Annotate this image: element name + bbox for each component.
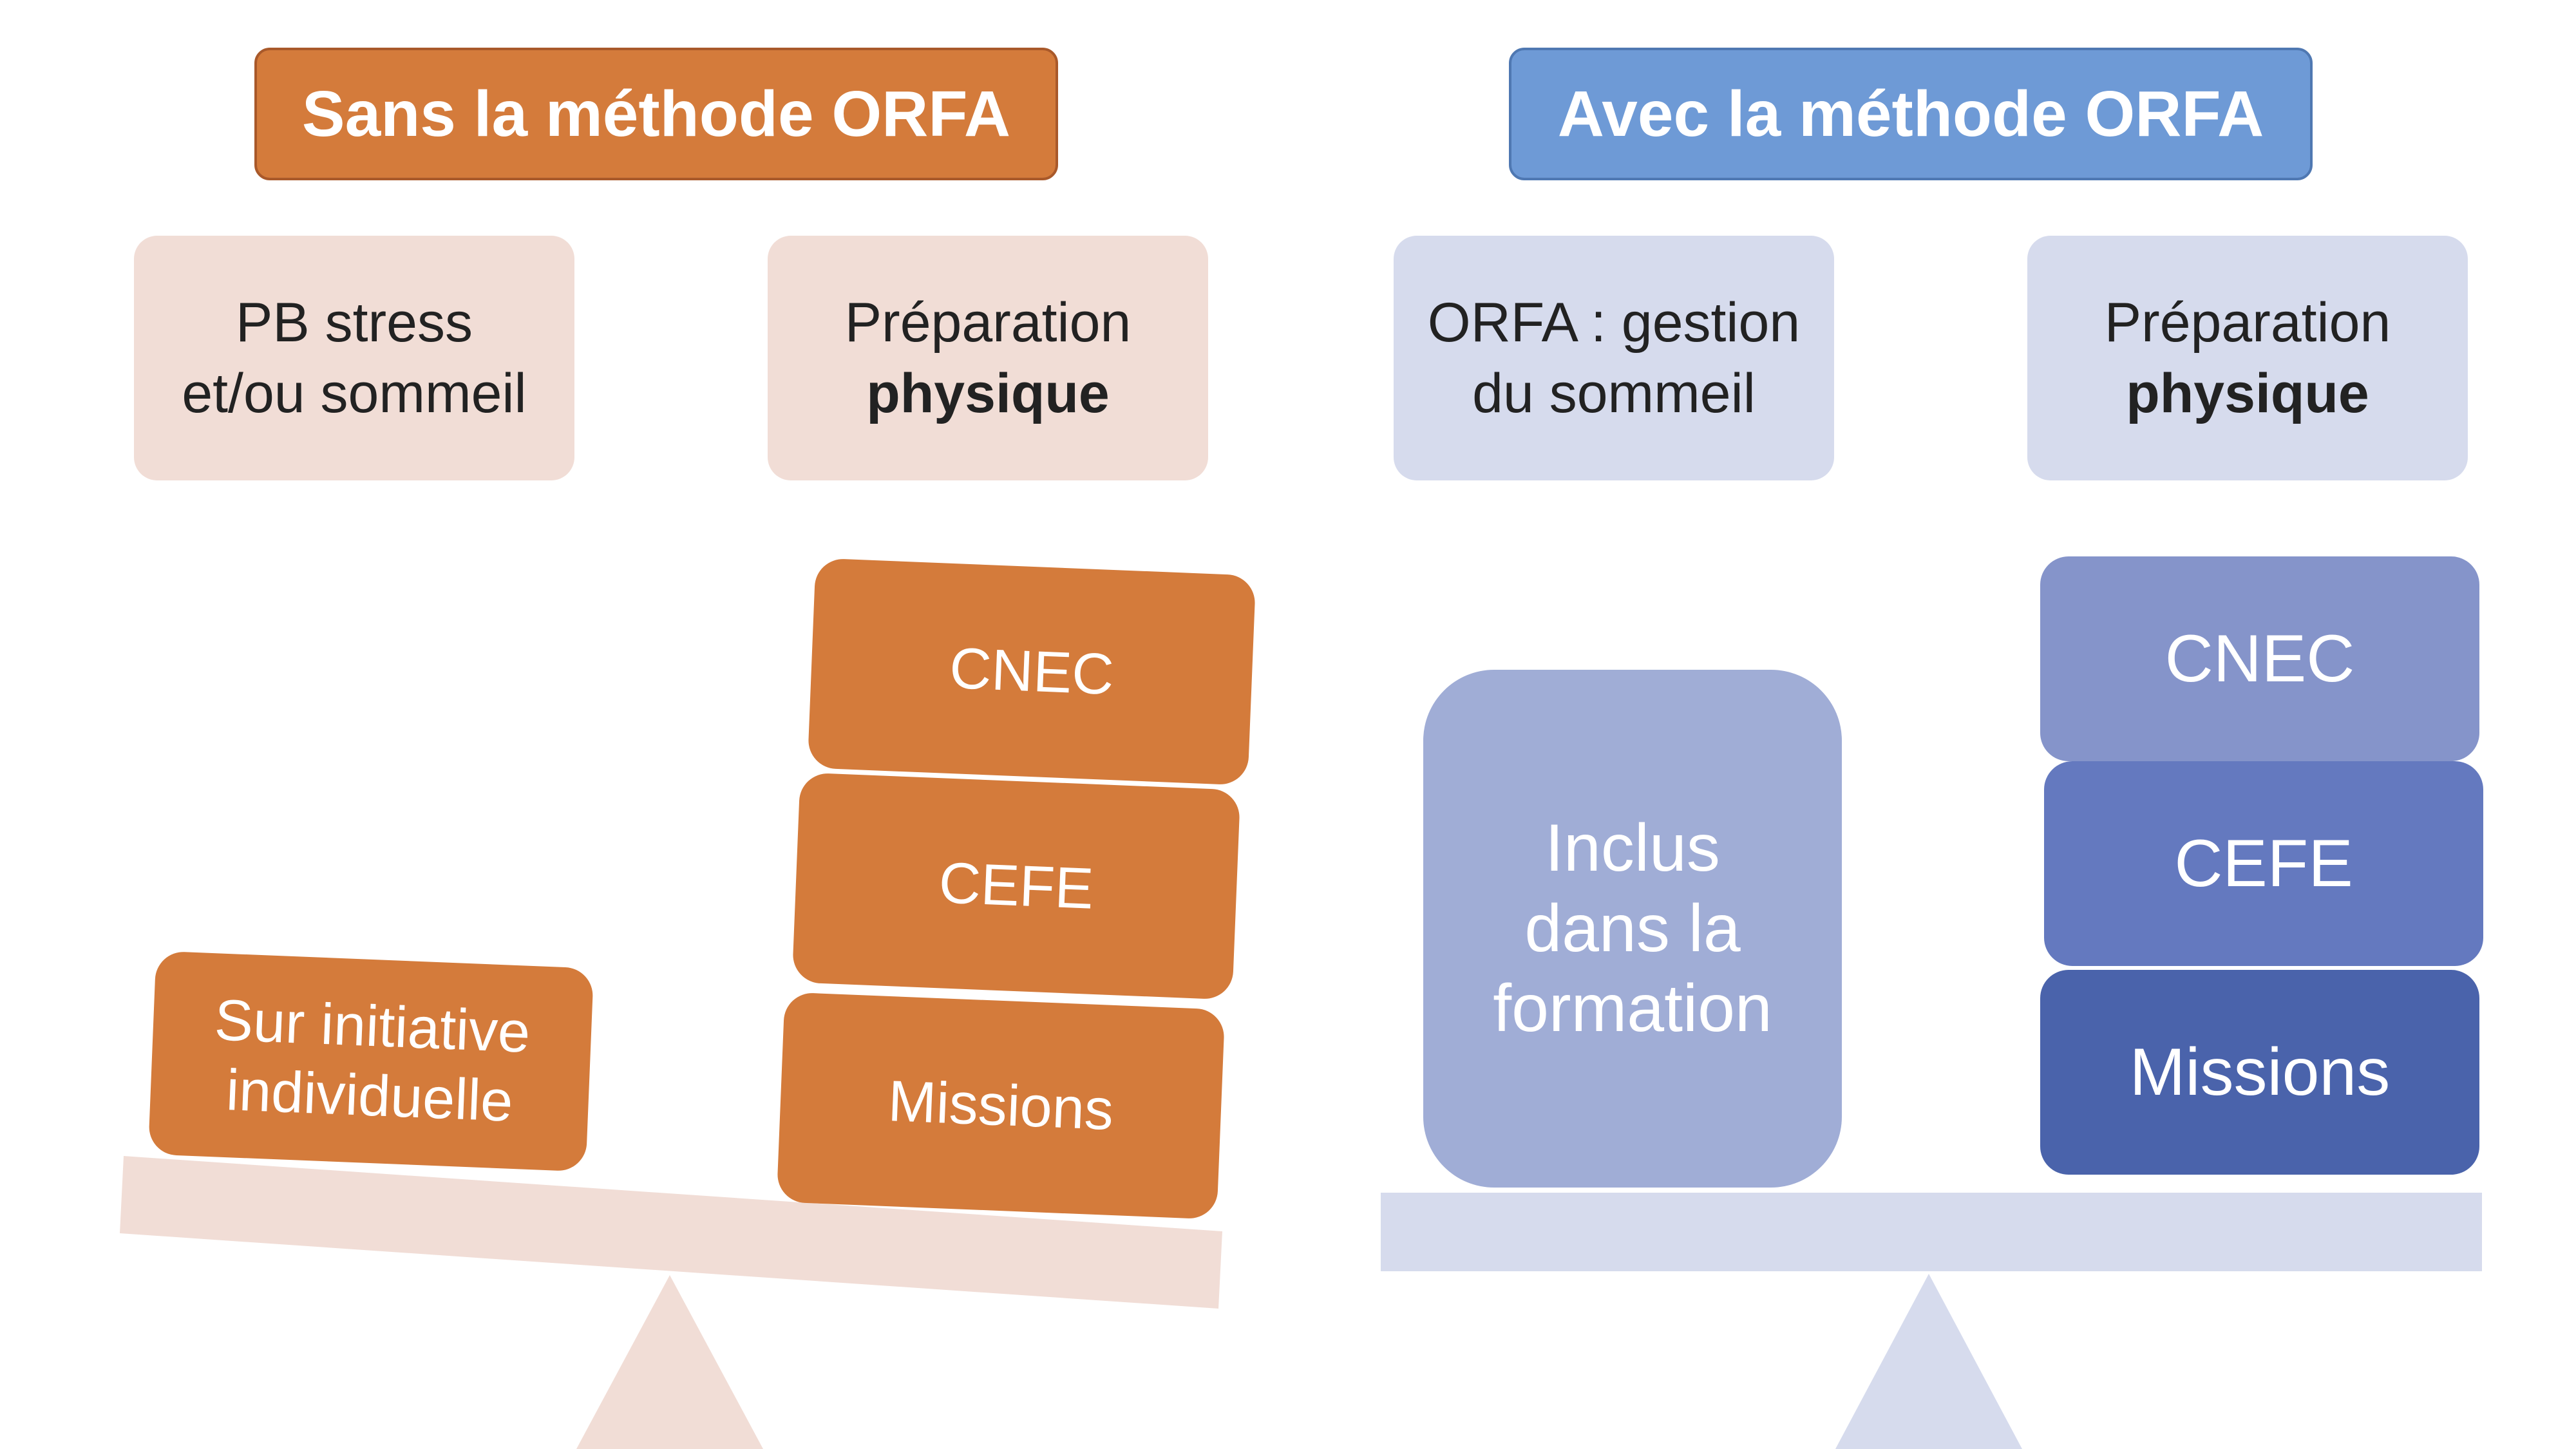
label-physical-prep-left-line1: Préparation	[844, 291, 1132, 354]
block-missions-right: Missions	[2040, 970, 2479, 1175]
label-stress-sleep: PB stress et/ou sommeil	[134, 236, 574, 480]
label-stress-sleep-line1: PB stress	[236, 291, 473, 354]
block-included-training-line3: formation	[1493, 971, 1772, 1046]
block-included-training-line1: Inclus	[1545, 810, 1720, 886]
block-cefe-right: CEFE	[2044, 761, 2483, 966]
header-without-orfa-text: Sans la méthode ORFA	[301, 77, 1011, 150]
label-orfa-sleep: ORFA : gestion du sommeil	[1394, 236, 1834, 480]
right-fulcrum	[1835, 1274, 2022, 1449]
label-physical-prep-right: Préparation physique	[2027, 236, 2468, 480]
left-beam	[120, 1156, 1222, 1309]
label-physical-prep-right-line2: physique	[2126, 363, 2369, 424]
block-included-training: Inclus dans la formation	[1423, 670, 1842, 1188]
label-stress-sleep-line2: et/ou sommeil	[182, 363, 527, 424]
label-orfa-sleep-line1: ORFA : gestion	[1427, 291, 1801, 354]
header-with-orfa: Avec la méthode ORFA	[1509, 48, 2313, 180]
header-without-orfa: Sans la méthode ORFA	[254, 48, 1058, 180]
header-with-orfa-text: Avec la méthode ORFA	[1557, 77, 2264, 150]
label-physical-prep-left: Préparation physique	[768, 236, 1208, 480]
block-cnec-right-label: CNEC	[2164, 621, 2355, 696]
label-orfa-sleep-line2: du sommeil	[1472, 363, 1756, 424]
left-fulcrum	[576, 1275, 763, 1449]
block-included-training-line2: dans la	[1524, 891, 1741, 966]
label-physical-prep-right-line1: Préparation	[2104, 291, 2391, 354]
block-missions-right-label: Missions	[2129, 1034, 2391, 1110]
block-cnec-right: CNEC	[2040, 556, 2479, 761]
block-cefe-right-label: CEFE	[2174, 826, 2353, 901]
label-physical-prep-left-line2: physique	[866, 363, 1110, 424]
right-beam	[1381, 1193, 2482, 1271]
